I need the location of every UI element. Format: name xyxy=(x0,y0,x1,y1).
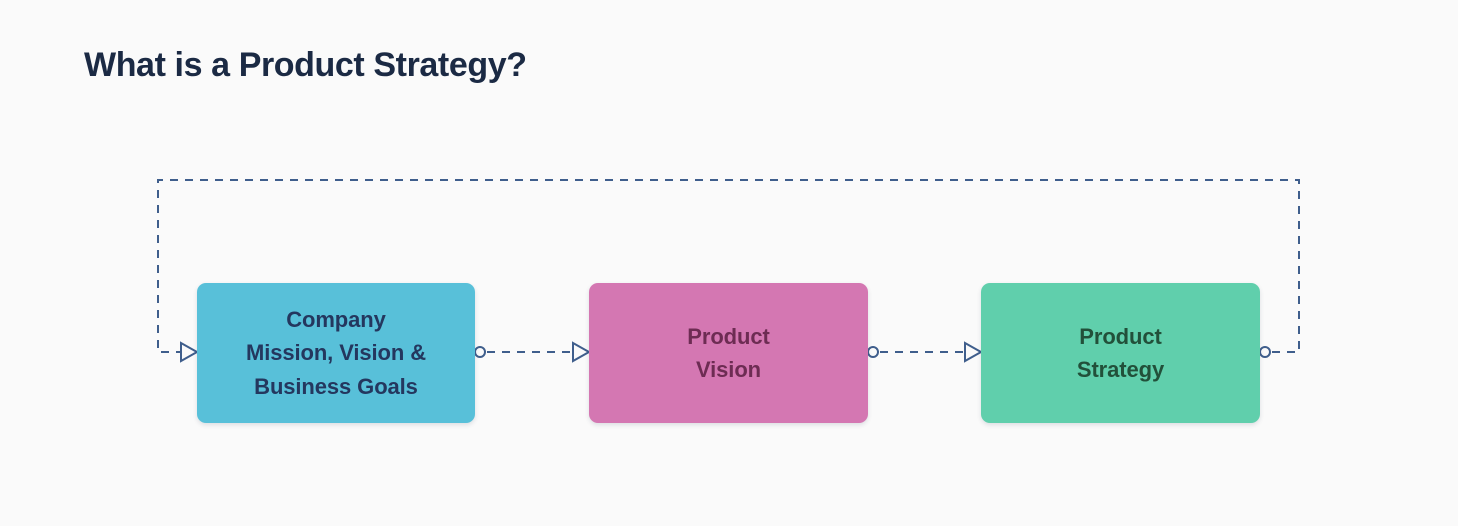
edge-arrowhead-icon xyxy=(180,341,200,363)
node-company-mission-vision-business-goals[interactable]: Company Mission, Vision & Business Goals xyxy=(197,283,475,423)
edge-source-circle-icon xyxy=(1259,346,1271,358)
page-title: What is a Product Strategy? xyxy=(84,46,527,84)
edge-source-circle-icon xyxy=(474,346,486,358)
node-product-strategy[interactable]: Product Strategy xyxy=(981,283,1260,423)
edge-source-circle-icon xyxy=(867,346,879,358)
edge-company-to-vision xyxy=(474,341,592,363)
edge-vision-to-strategy xyxy=(867,341,984,363)
node-product-vision[interactable]: Product Vision xyxy=(589,283,868,423)
edge-feedback-dashed-path xyxy=(157,179,1300,353)
node-product-vision-label: Product Vision xyxy=(687,323,770,382)
edge-arrowhead-icon xyxy=(572,341,592,363)
node-product-strategy-label: Product Strategy xyxy=(1076,323,1165,382)
node-company-label: Company Mission, Vision & Business Goals xyxy=(245,306,427,399)
edge-strategy-to-company-feedback xyxy=(157,179,1300,363)
edge-arrowhead-icon xyxy=(964,341,984,363)
